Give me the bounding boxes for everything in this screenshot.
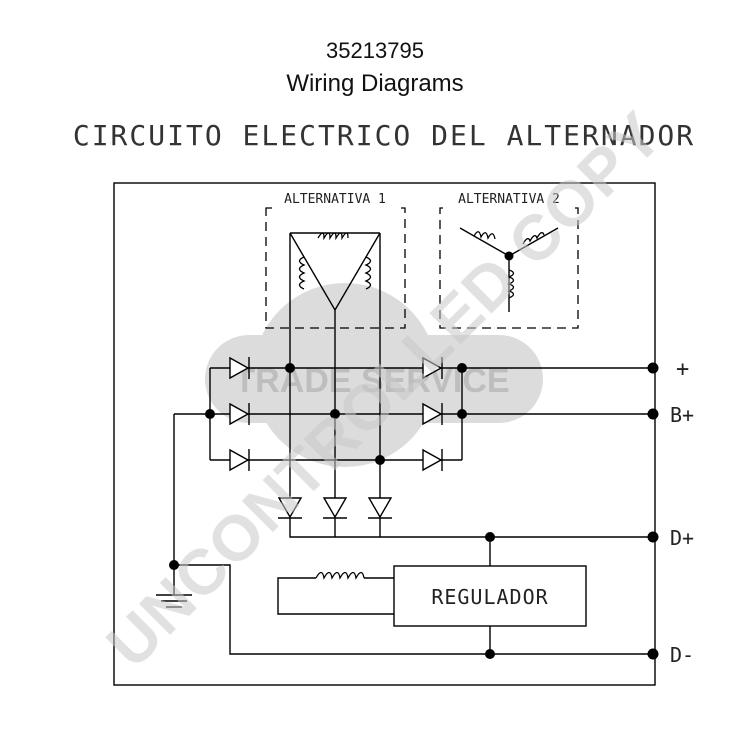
svg-text:B+: B+ (670, 403, 694, 427)
regulator-label: REGULADOR (431, 585, 548, 609)
terminal-b-plus: B+ (647, 403, 694, 427)
uncontrolled-copy-watermark: UNCONTROLLED COPY (93, 98, 676, 681)
diode (229, 448, 250, 472)
ground-icon (156, 594, 192, 608)
diagram-frame (113, 182, 656, 686)
diode (422, 402, 443, 426)
diode (229, 402, 250, 426)
diode (422, 448, 443, 472)
exciter-diode (367, 497, 393, 519)
d-minus-bus (173, 414, 653, 655)
exciter-diode (322, 497, 348, 519)
svg-text:D+: D+ (670, 526, 694, 550)
d-plus-bus (289, 518, 653, 538)
alternative-1-label: ALTERNATIVA 1 (284, 192, 386, 207)
diode (229, 356, 250, 380)
regulator: REGULADOR (393, 565, 587, 627)
terminal-d-plus: D+ (647, 526, 694, 550)
document-title: Wiring Diagrams (286, 70, 464, 97)
terminal-d-minus: D- (647, 643, 694, 667)
alternative-2-label: ALTERNATIVA 2 (458, 192, 560, 207)
diagram-subtitle: CIRCUITO ELECTRICO DEL ALTERNADOR (73, 119, 695, 152)
alternative-2-box: ALTERNATIVA 2 (439, 189, 579, 329)
part-number: 35213795 (326, 38, 424, 63)
terminal-plus: + (647, 357, 689, 382)
svg-text:D-: D- (670, 643, 694, 667)
diode (422, 356, 443, 380)
alternative-1-box: ALTERNATIVA 1 (265, 189, 406, 329)
svg-text:+: + (676, 357, 689, 382)
junction-dots (169, 363, 495, 659)
